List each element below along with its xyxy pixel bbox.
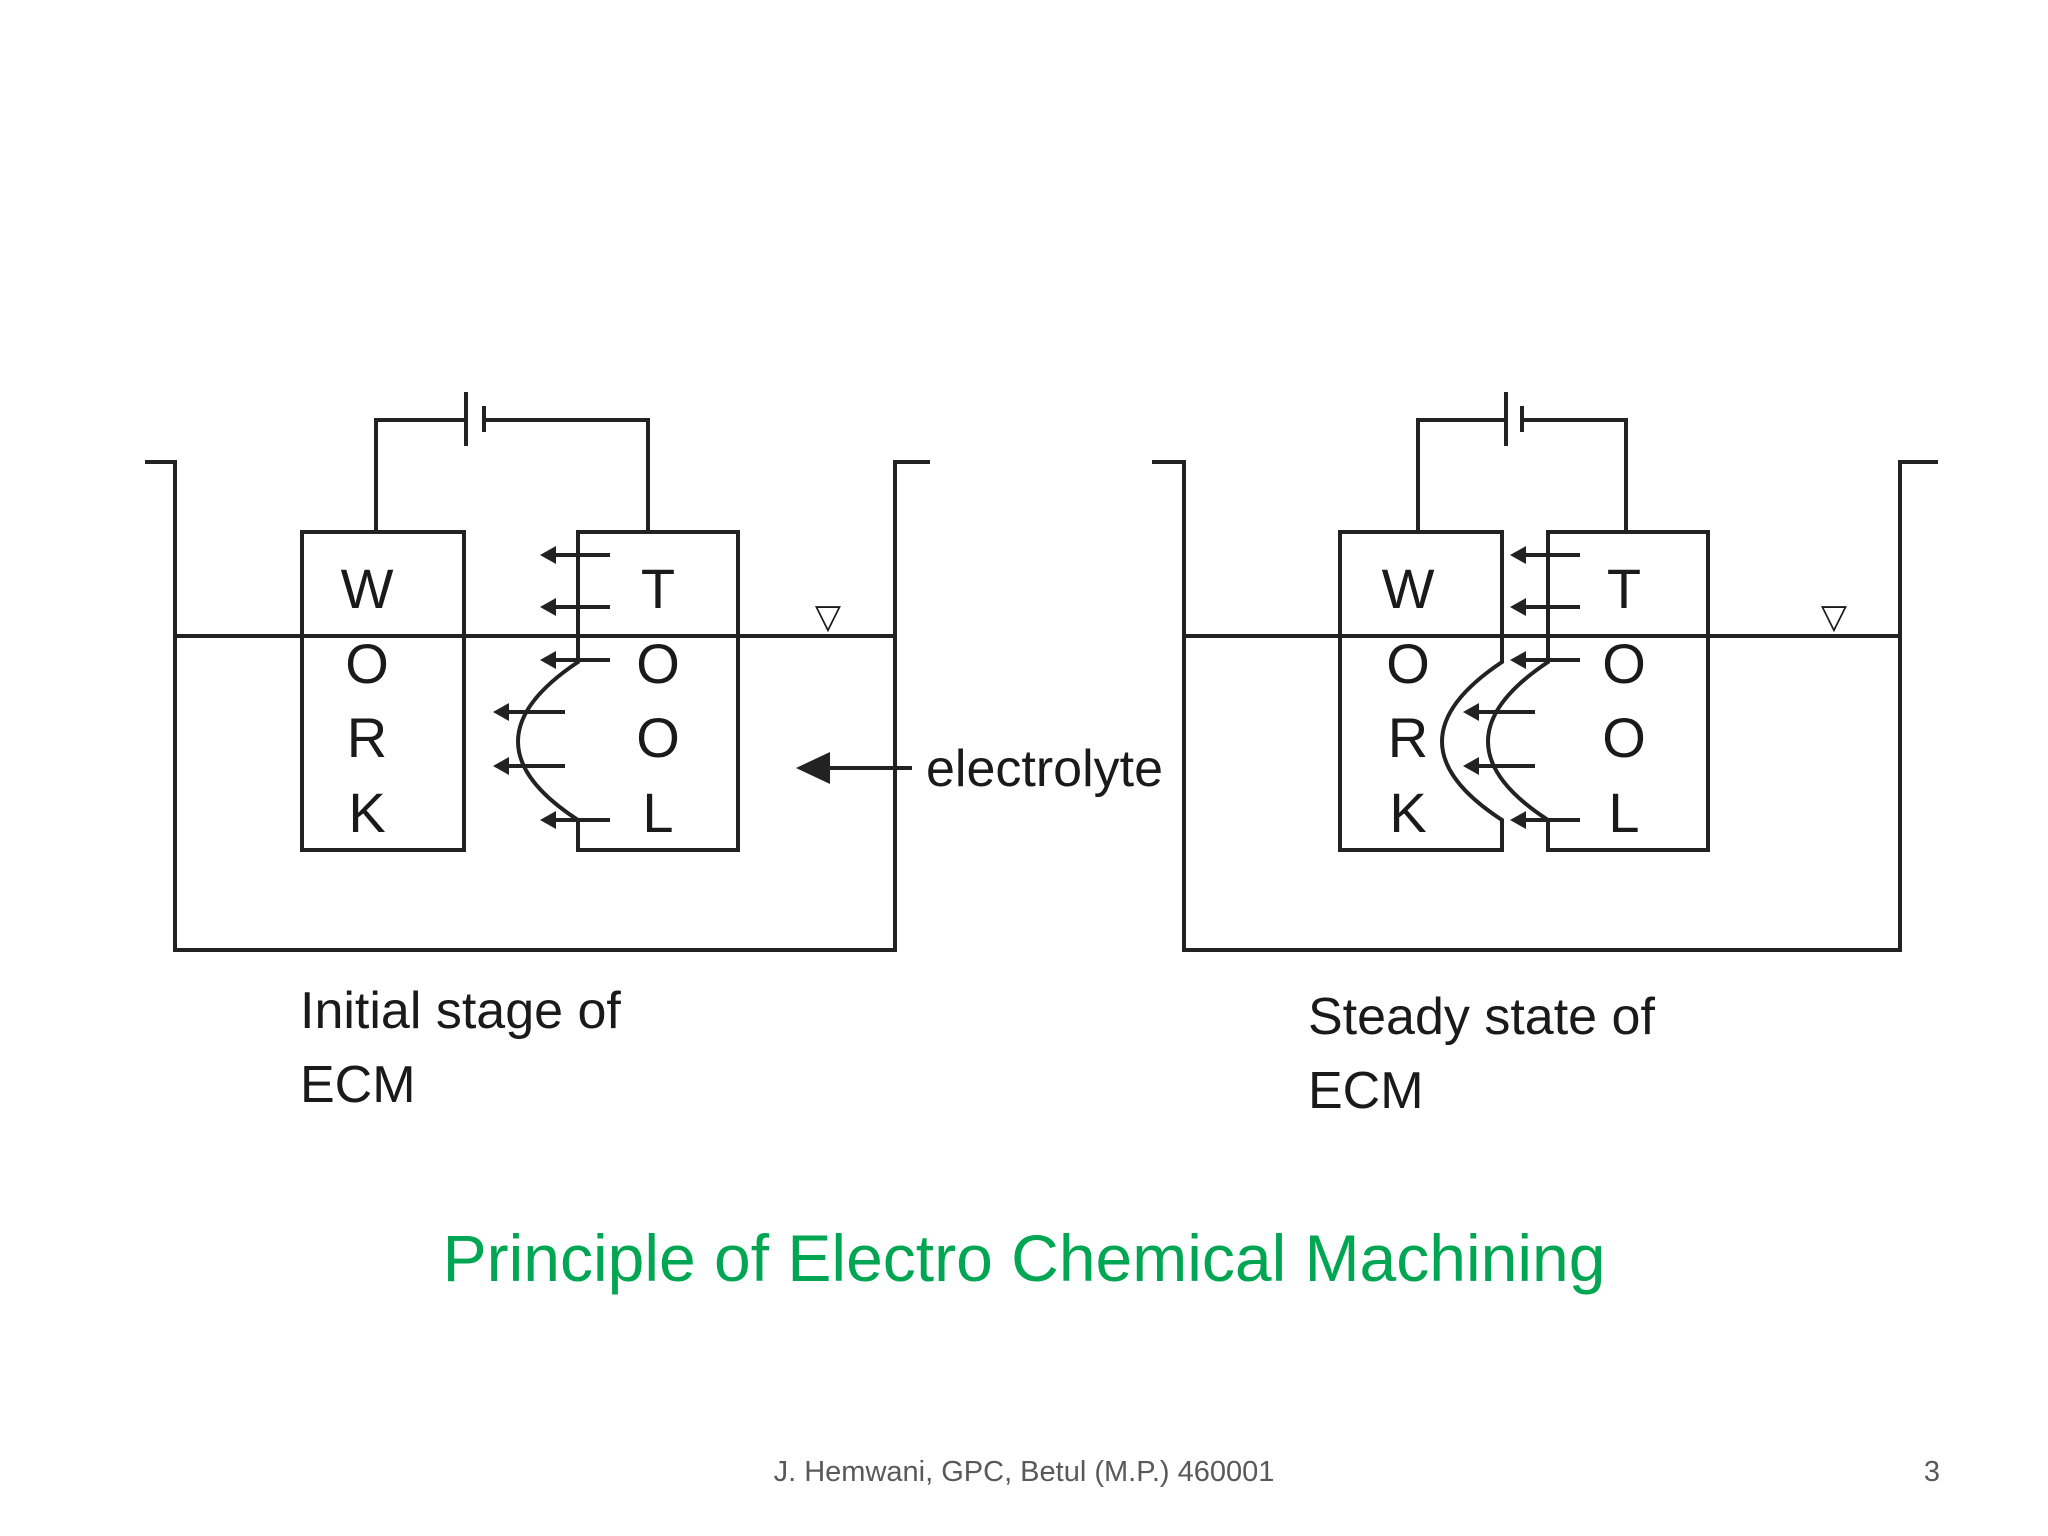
right-work-letter-4: K — [1389, 781, 1426, 844]
page-number: 3 — [1923, 1456, 1940, 1488]
left-flow-arrows — [505, 553, 610, 822]
right-tool-block — [1486, 530, 1710, 852]
right-flow-arrows — [1475, 553, 1580, 822]
left-tool-letter-3: O — [636, 706, 680, 769]
left-caption-line-2: ECM — [300, 1056, 416, 1114]
right-panel — [1152, 392, 1938, 952]
electrolyte-pointer-arrowhead — [796, 752, 830, 784]
right-flow-arrowheads — [1463, 546, 1526, 829]
left-work-letter-2: O — [345, 632, 389, 695]
left-circuit-wire — [374, 418, 650, 532]
right-circuit-wire — [1416, 418, 1628, 532]
left-caption-line-1: Initial stage of — [300, 982, 621, 1040]
left-flow-arrowheads — [493, 546, 556, 829]
right-tool-letter-1: T — [1607, 557, 1641, 620]
left-tool-letter-4: L — [642, 781, 673, 844]
right-tool-letter-3: O — [1602, 706, 1646, 769]
slide-title: Principle of Electro Chemical Machining — [442, 1221, 1606, 1295]
right-work-letter-3: R — [1388, 706, 1428, 769]
right-work-letter-1: W — [1382, 557, 1435, 620]
left-level-symbol: ▽ — [815, 598, 842, 636]
right-level-symbol: ▽ — [1821, 598, 1848, 636]
left-panel — [145, 392, 930, 952]
electrolyte-label: electrolyte — [926, 740, 1163, 798]
left-tool-letter-1: T — [641, 557, 675, 620]
slide-footer: J. Hemwani, GPC, Betul (M.P.) 460001 — [773, 1456, 1275, 1488]
right-tank — [1152, 460, 1938, 952]
left-work-letter-3: R — [347, 706, 387, 769]
left-work-letter-4: K — [348, 781, 385, 844]
left-work-letter-1: W — [341, 557, 394, 620]
right-work-letter-2: O — [1386, 632, 1430, 695]
left-tool-letter-2: O — [636, 632, 680, 695]
right-caption-line-1: Steady state of — [1308, 988, 1655, 1046]
right-caption-line-2: ECM — [1308, 1062, 1424, 1120]
right-tool-letter-4: L — [1608, 781, 1639, 844]
right-work-block — [1338, 530, 1504, 852]
left-work-block — [300, 530, 466, 852]
left-tank — [145, 460, 930, 952]
right-tool-letter-2: O — [1602, 632, 1646, 695]
left-tool-block — [516, 530, 740, 852]
